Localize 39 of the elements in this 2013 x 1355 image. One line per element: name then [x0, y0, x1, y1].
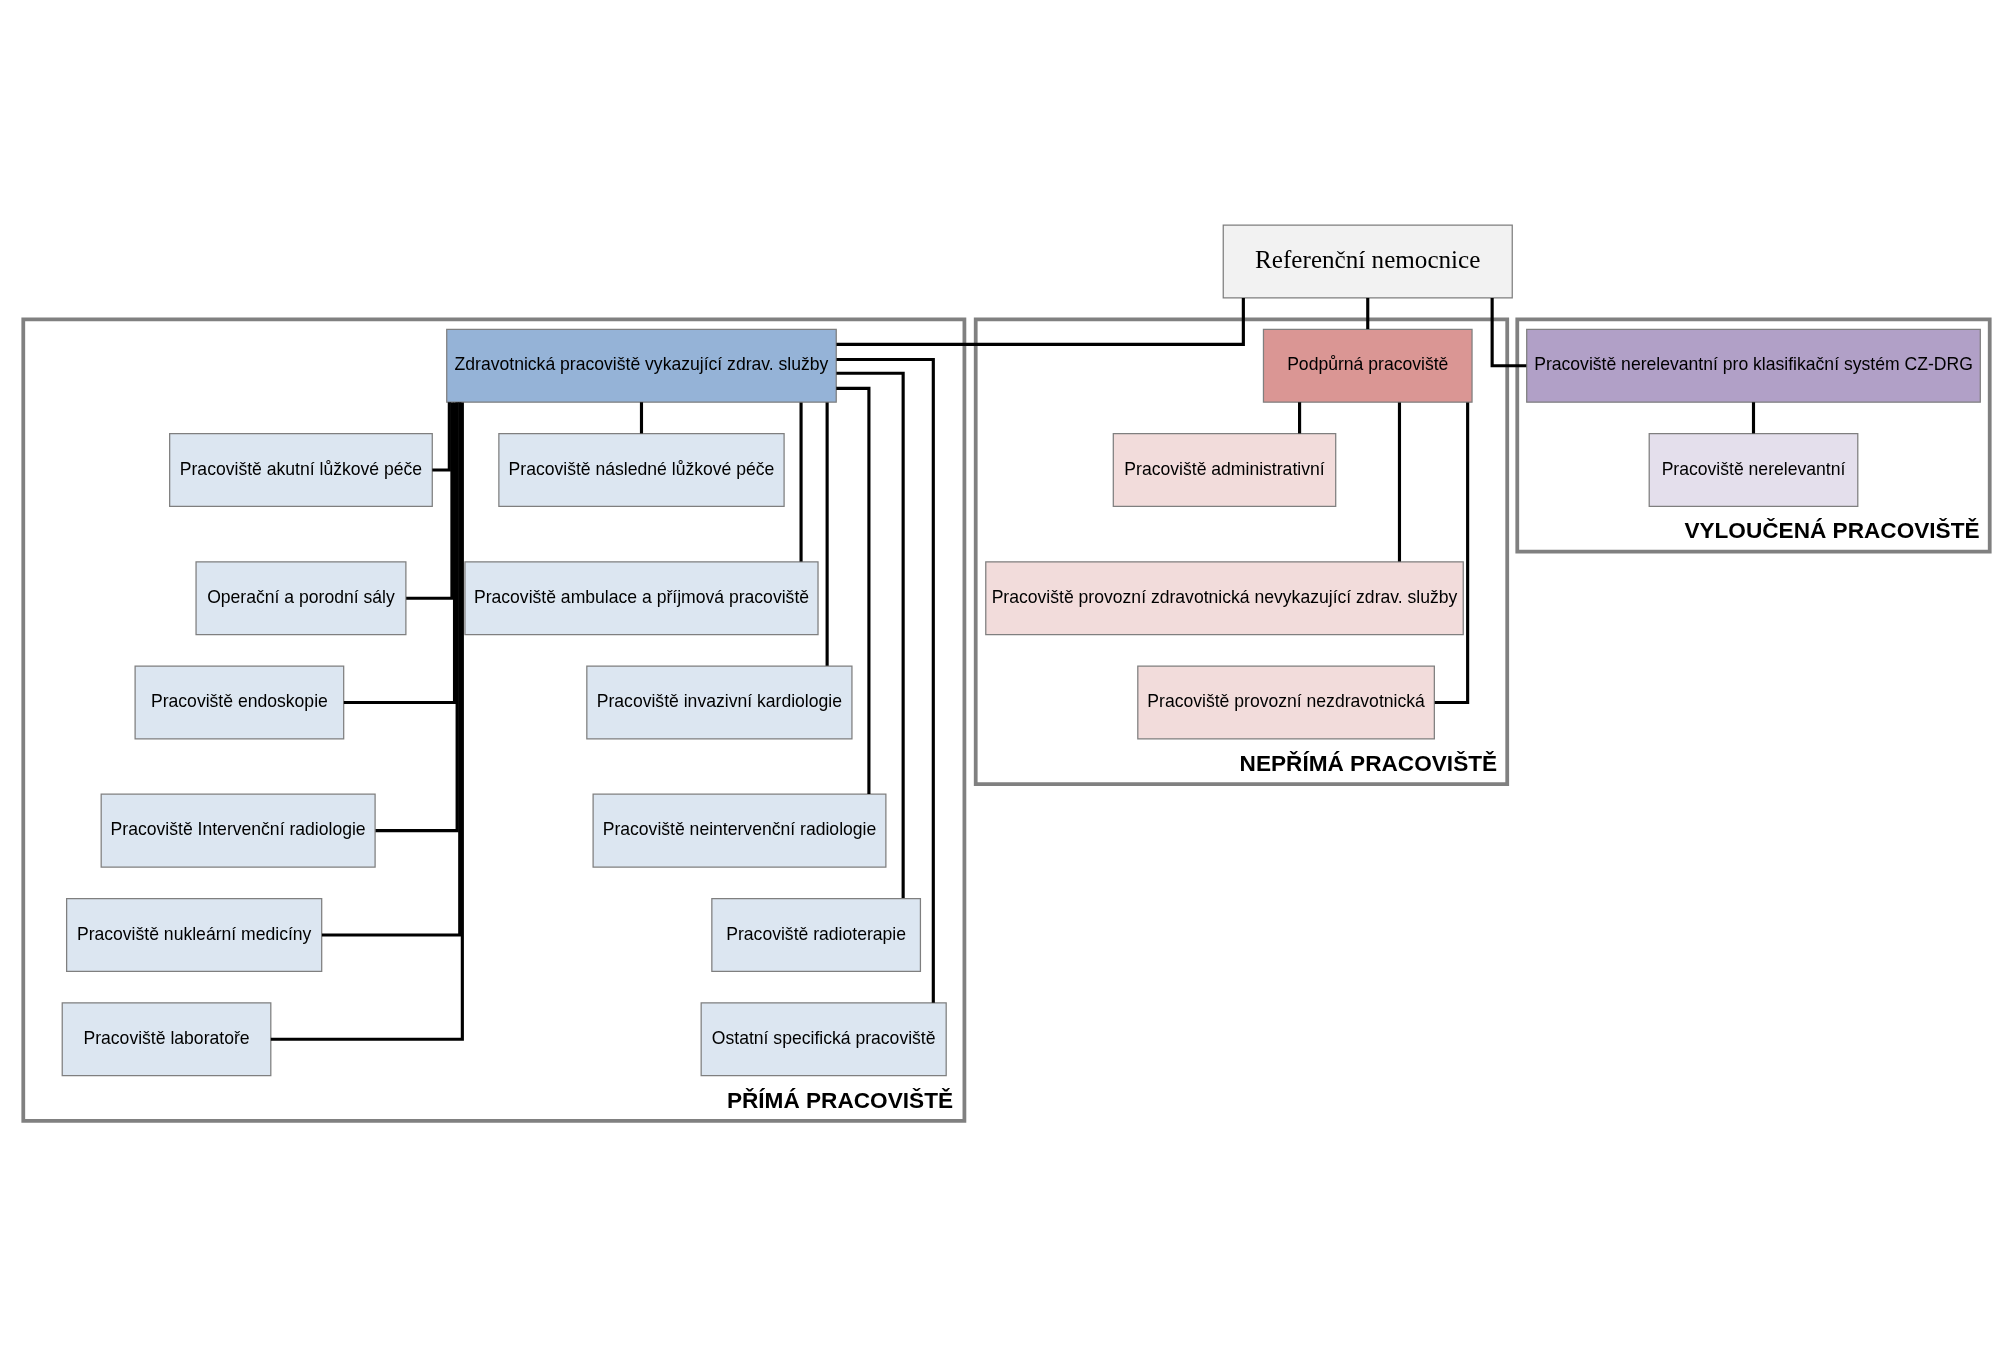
node-box: Pracoviště invazivní kardiologie	[586, 664, 853, 740]
connector	[321, 401, 462, 937]
node-box: Pracoviště akutní lůžkové péče	[169, 432, 433, 507]
connector	[836, 386, 871, 794]
node-box: Pracoviště administrativní	[1112, 432, 1337, 507]
connector	[1751, 401, 1756, 433]
node-box: Podpůrná pracoviště	[1262, 328, 1473, 403]
node-box: Operační a porodní sály	[195, 560, 407, 635]
node-box: Pracoviště nerelevantní	[1648, 432, 1859, 507]
connector	[343, 401, 457, 704]
node-box: Pracoviště radioterapie	[711, 897, 922, 972]
connector	[406, 402, 454, 600]
node-box: Zdravotnická pracoviště vykazující zdrav. služby	[446, 328, 837, 403]
node-box: Referenční nemocnice	[1222, 223, 1513, 299]
connector	[836, 297, 1245, 346]
connector	[836, 371, 905, 898]
connector	[1434, 401, 1470, 704]
connector	[375, 401, 459, 832]
node-box: Pracoviště Intervenční radiologie	[100, 793, 376, 868]
connector	[836, 357, 935, 1003]
connector	[432, 401, 451, 472]
node-box: Pracoviště ambulace a příjmová pracoviště	[464, 560, 819, 635]
connector	[1490, 297, 1527, 367]
connector	[799, 402, 803, 562]
node-box: Pracoviště neintervenční radiologie	[592, 793, 887, 868]
node-box: Pracoviště provozní nezdravotnická	[1137, 664, 1435, 740]
connector	[1397, 402, 1402, 562]
node-box: Pracoviště nerelevantní pro klasifikační systém CZ-DRG	[1526, 328, 1981, 403]
node-box: Pracoviště následné lůžkové péče	[498, 432, 785, 507]
node-box: Pracoviště laboratoře	[61, 1001, 272, 1076]
node-box: Pracoviště provozní zdravotnická nevykazující zdrav. služby	[985, 560, 1464, 635]
connector	[1366, 297, 1370, 329]
connector	[639, 401, 644, 433]
node-box: Pracoviště endoskopie	[134, 664, 345, 740]
connector	[270, 401, 464, 1041]
node-box: Pracoviště nukleární medicíny	[66, 897, 323, 972]
connector	[1298, 401, 1302, 433]
connector	[825, 401, 829, 666]
node-box: Ostatní specifická pracoviště	[700, 1001, 947, 1076]
